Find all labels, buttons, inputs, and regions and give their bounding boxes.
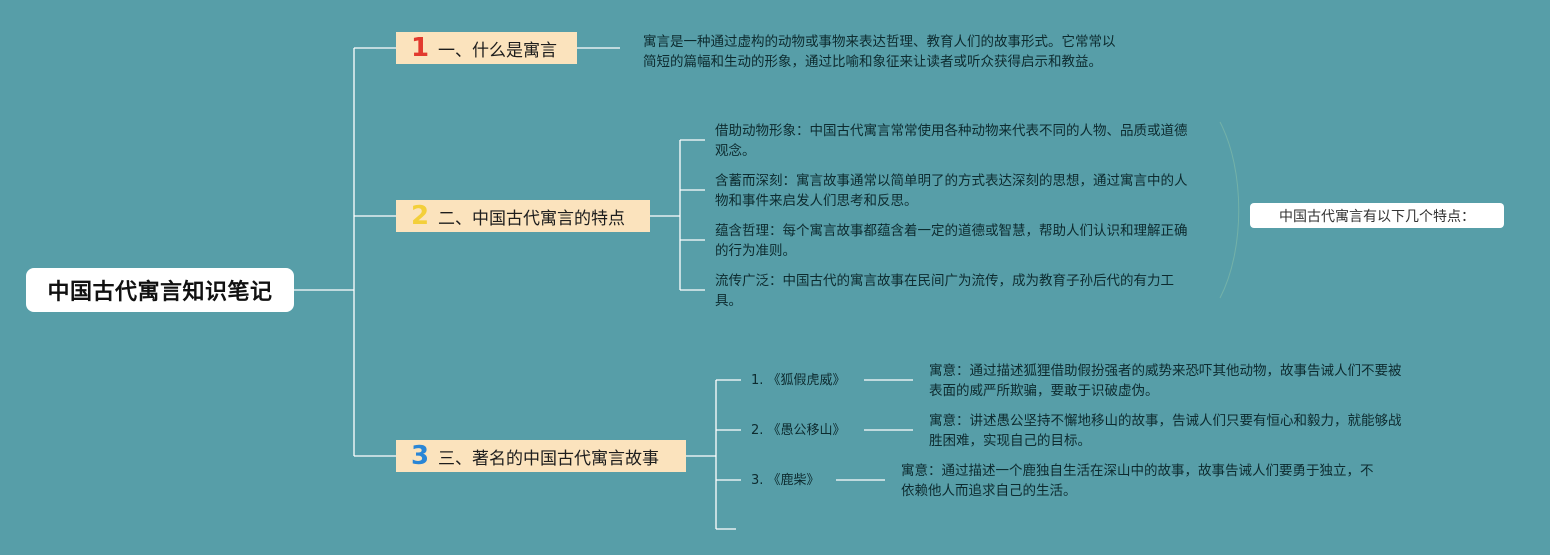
feature-line-1: 借助动物形象：中国古代寓言常常使用各种动物来代表不同的人物、品质或道德 bbox=[715, 123, 1188, 139]
meaning-line-1: 寓意：通过描述狐狸借助假扮强者的威势来恐吓其他动物，故事告诫人们不要被 bbox=[929, 363, 1402, 379]
feature-item: 蕴含哲理：每个寓言故事都蕴含着一定的道德或智慧，帮助人们认识和理解正确 的行为准… bbox=[715, 221, 1220, 261]
meaning-line-2: 表面的威严所欺骗，要敢于识破虚伪。 bbox=[929, 383, 1159, 399]
branch-label: 二、中国古代寓言的特点 bbox=[438, 208, 625, 229]
meaning-line-2: 依赖他人而追求自己的生活。 bbox=[901, 483, 1077, 499]
feature-item: 借助动物形象：中国古代寓言常常使用各种动物来代表不同的人物、品质或道德 观念。 bbox=[715, 121, 1220, 161]
feature-line-1: 含蓄而深刻：寓言故事通常以简单明了的方式表达深刻的思想，通过寓言中的人 bbox=[715, 173, 1188, 189]
meaning-line-2: 胜困难，实现自己的目标。 bbox=[929, 433, 1091, 449]
number-3-icon: 3 bbox=[410, 441, 430, 471]
story-title[interactable]: 3. 《鹿柴》 bbox=[751, 473, 820, 488]
feature-line-2: 的行为准则。 bbox=[715, 243, 796, 259]
story-meaning: 寓意：通过描述狐狸借助假扮强者的威势来恐吓其他动物，故事告诫人们不要被 表面的威… bbox=[929, 361, 1429, 401]
number-1-icon: 1 bbox=[410, 33, 430, 63]
summary-text: 中国古代寓言有以下几个特点： bbox=[1279, 208, 1475, 225]
root-title: 中国古代寓言知识笔记 bbox=[47, 280, 273, 305]
definition-line-2: 简短的篇幅和生动的形象，通过比喻和象征来让读者或听众获得启示和教益。 bbox=[643, 54, 1102, 70]
feature-item: 含蓄而深刻：寓言故事通常以简单明了的方式表达深刻的思想，通过寓言中的人 物和事件… bbox=[715, 171, 1220, 211]
feature-line-2: 观念。 bbox=[715, 143, 756, 159]
feature-line-1: 流传广泛：中国古代的寓言故事在民间广为流传，成为教育子孙后代的有力工 bbox=[715, 273, 1174, 289]
feature-line-2: 物和事件来启发人们思考和反思。 bbox=[715, 193, 918, 209]
meaning-line-1: 寓意：通过描述一个鹿独自生活在深山中的故事，故事告诫人们要勇于独立，不 bbox=[901, 463, 1374, 479]
feature-line-1: 蕴含哲理：每个寓言故事都蕴含着一定的道德或智慧，帮助人们认识和理解正确 bbox=[715, 223, 1188, 239]
definition-line-1: 寓言是一种通过虚构的动物或事物来表达哲理、教育人们的故事形式。它常常以 bbox=[643, 34, 1116, 50]
branch-label: 一、什么是寓言 bbox=[438, 40, 557, 61]
definition-text: 寓言是一种通过虚构的动物或事物来表达哲理、教育人们的故事形式。它常常以 简短的篇… bbox=[643, 32, 1143, 72]
story-meaning: 寓意：通过描述一个鹿独自生活在深山中的故事，故事告诫人们要勇于独立，不 依赖他人… bbox=[901, 461, 1401, 501]
number-2-icon: 2 bbox=[410, 201, 430, 231]
branch-label: 三、著名的中国古代寓言故事 bbox=[438, 448, 659, 469]
story-meaning: 寓意：讲述愚公坚持不懈地移山的故事，告诫人们只要有恒心和毅力，就能够战 胜困难，… bbox=[929, 411, 1429, 451]
branch-what-is-fable[interactable]: 1 一、什么是寓言 bbox=[396, 32, 577, 64]
feature-item: 流传广泛：中国古代的寓言故事在民间广为流传，成为教育子孙后代的有力工 具。 bbox=[715, 271, 1220, 311]
root-node[interactable]: 中国古代寓言知识笔记 bbox=[26, 268, 294, 312]
branch-famous-stories[interactable]: 3 三、著名的中国古代寓言故事 bbox=[396, 440, 686, 472]
features-summary-node[interactable]: 中国古代寓言有以下几个特点： bbox=[1250, 203, 1504, 228]
meaning-line-1: 寓意：讲述愚公坚持不懈地移山的故事，告诫人们只要有恒心和毅力，就能够战 bbox=[929, 413, 1402, 429]
story-title[interactable]: 1. 《狐假虎威》 bbox=[751, 373, 846, 388]
branch-features[interactable]: 2 二、中国古代寓言的特点 bbox=[396, 200, 650, 232]
story-title[interactable]: 2. 《愚公移山》 bbox=[751, 423, 846, 438]
feature-line-2: 具。 bbox=[715, 293, 742, 309]
